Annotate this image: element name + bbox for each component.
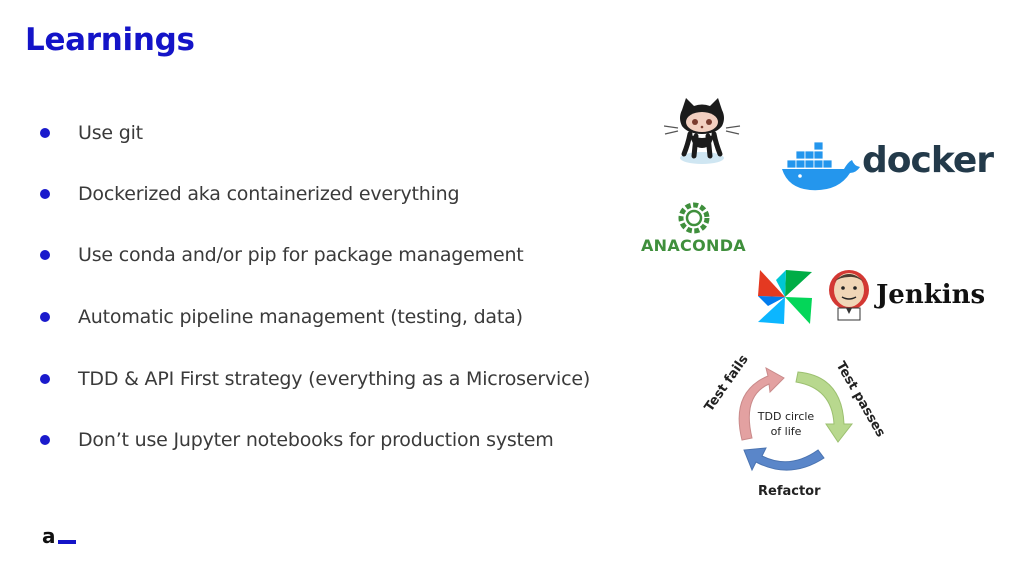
svg-text:a: a [42,527,56,548]
bullet-item: Automatic pipeline management (testing, … [40,302,523,332]
jenkins-butler-icon [829,270,869,321]
bullet-text: Dockerized aka containerized everything [78,183,460,205]
bullet-text: Don’t use Jupyter notebooks for producti… [78,429,554,451]
anaconda-ring-icon [678,202,710,234]
bullet-item: Dockerized aka containerized everything [40,179,460,209]
anaconda-wordmark: ANACONDA [641,236,746,255]
bullet-item: Use git [40,118,143,148]
tdd-center-line2: of life [770,425,802,438]
bullet-item: Don’t use Jupyter notebooks for producti… [40,425,554,455]
github-octocat-icon [664,98,741,164]
bullet-text: Use git [78,122,143,144]
bullet-dot-icon [40,435,50,445]
bullet-text: Use conda and/or pip for package managem… [78,244,524,266]
jenkins-wordmark: Jenkins [876,280,986,310]
tdd-center-line1: TDD circle [757,410,815,423]
airflow-pinwheel-icon [758,270,812,324]
bullet-item: TDD & API First strategy (everything as … [40,364,590,394]
bullet-dot-icon [40,189,50,199]
tdd-refactor-label: Refactor [758,484,821,499]
a-underscore-logo: a [42,527,76,548]
docker-whale-icon [782,141,860,191]
bullet-dot-icon [40,128,50,138]
bullet-dot-icon [40,250,50,260]
bullet-text: TDD & API First strategy (everything as … [78,368,591,390]
bullet-item: Use conda and/or pip for package managem… [40,240,524,270]
bullet-dot-icon [40,374,50,384]
tdd-center-label: TDD circle of life [740,409,832,439]
tdd-cycle-diagram [738,367,854,472]
slide-title: Learnings [25,22,195,58]
docker-wordmark: docker [862,140,994,181]
bullet-text: Automatic pipeline management (testing, … [78,306,523,328]
bullet-dot-icon [40,312,50,322]
